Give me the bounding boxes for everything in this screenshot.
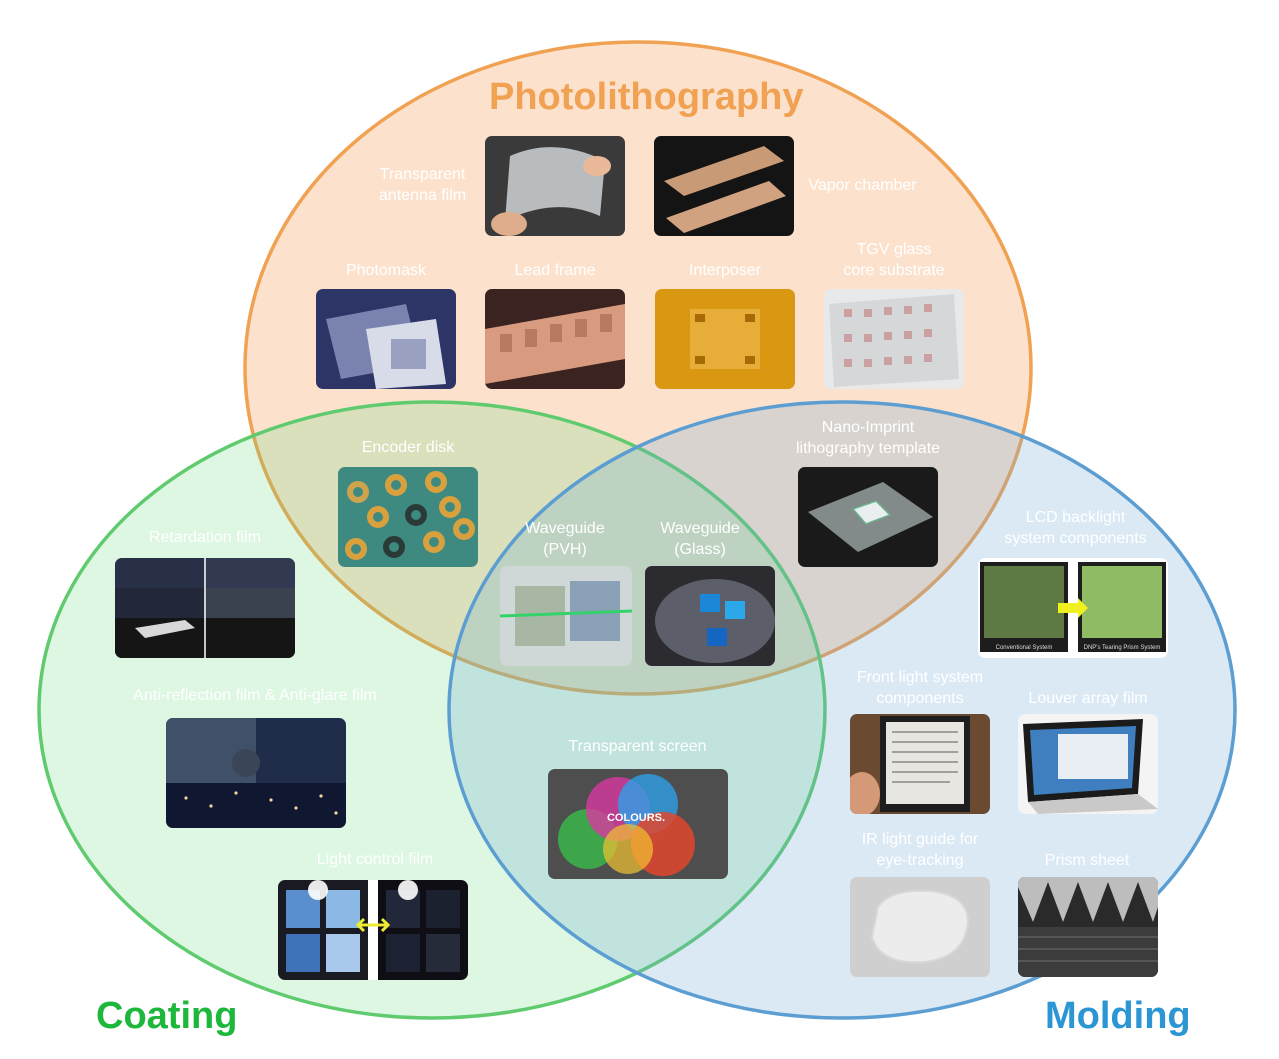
- vapor-chamber-photo: [654, 136, 794, 236]
- front-light-photo: [850, 714, 990, 814]
- label-encoder-disk: Encoder disk: [361, 439, 455, 456]
- label-transparent-screen: Transparent screen: [568, 738, 707, 755]
- tgv-glass-photo: [824, 289, 964, 389]
- retardation-film-photo: [115, 558, 295, 658]
- label-anti-reflection: Anti-reflection film & Anti-glare film: [133, 687, 377, 704]
- label-light-control: Light control film: [316, 851, 434, 868]
- label-prism-sheet: Prism sheet: [1044, 852, 1130, 869]
- photomask-photo: [316, 289, 456, 389]
- waveguide-pvh-photo: [500, 566, 632, 666]
- prism-sheet-photo: [1018, 877, 1158, 977]
- lcd-backlight-photo: Conventional System DNP's Tearing Prism …: [978, 558, 1168, 658]
- ir-light-guide-photo: [850, 877, 990, 977]
- title-photolithography: Photolithography: [489, 76, 804, 118]
- louver-array-photo: [1018, 714, 1158, 814]
- label-waveguide-glass: Waveguide(Glass): [660, 520, 740, 558]
- nano-imprint-photo: [798, 467, 938, 567]
- label-louver-array: Louver array film: [1028, 690, 1148, 707]
- transparent-screen-image-text: COLOURS.: [607, 812, 665, 824]
- encoder-disk-photo: [338, 467, 478, 567]
- label-photomask: Photomask: [345, 262, 427, 279]
- light-control-photo: [278, 880, 468, 980]
- lead-frame-photo: [485, 289, 625, 389]
- label-lead-frame: Lead frame: [514, 262, 596, 279]
- waveguide-glass-photo: [645, 566, 775, 666]
- transparent-antenna-film-photo: [485, 136, 625, 236]
- title-molding: Molding: [1045, 995, 1191, 1037]
- label-waveguide-pvh: Waveguide(PVH): [525, 520, 605, 558]
- transparent-screen-photo: COLOURS.: [548, 769, 728, 879]
- label-vapor-chamber: Vapor chamber: [808, 177, 917, 194]
- anti-reflection-photo: [166, 718, 346, 828]
- lcd-caption-left: Conventional System: [996, 645, 1053, 651]
- lcd-caption-right: DNP's Tearing Prism System: [1084, 645, 1161, 651]
- title-coating: Coating: [96, 995, 238, 1037]
- label-interposer: Interposer: [688, 262, 762, 279]
- interposer-photo: [655, 289, 795, 389]
- label-retardation-film: Retardation film: [148, 529, 262, 546]
